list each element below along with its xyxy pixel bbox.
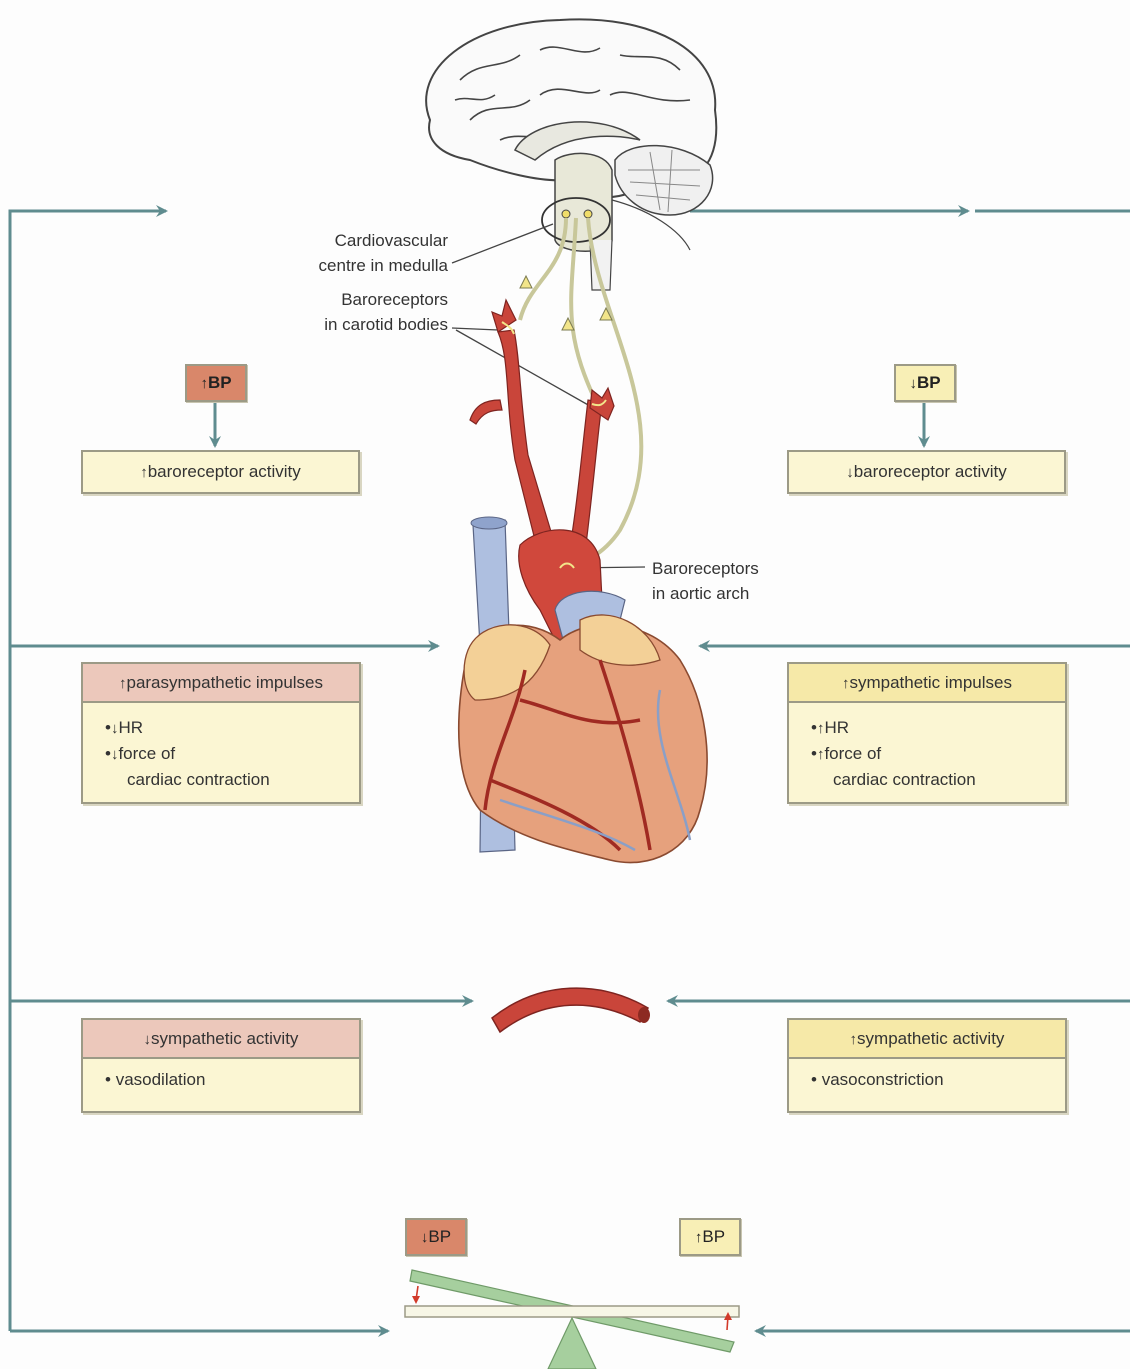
box-body: •↑HR •↑force of cardiac contraction bbox=[789, 703, 1065, 792]
heading-text: sympathetic activity bbox=[857, 1029, 1004, 1048]
down-arrow-icon: ↓ bbox=[144, 1031, 152, 1048]
box-heading: ↑parasympathetic impulses bbox=[83, 664, 359, 703]
label-line: centre in medulla bbox=[296, 253, 448, 278]
label-line: in aortic arch bbox=[652, 581, 802, 606]
down-arrow-icon: ↓ bbox=[909, 375, 917, 392]
box-body: • vasoconstriction bbox=[789, 1059, 1065, 1092]
bp-increased-badge: ↑BP bbox=[185, 364, 247, 402]
heading-text: parasympathetic impulses bbox=[126, 673, 323, 692]
box-heading: ↑sympathetic activity bbox=[789, 1020, 1065, 1059]
leader-lines bbox=[452, 224, 645, 568]
item-continuation: cardiac contraction bbox=[105, 767, 359, 792]
item-text: vasoconstriction bbox=[822, 1070, 944, 1089]
heading-text: sympathetic impulses bbox=[849, 673, 1012, 692]
cerebellum bbox=[615, 146, 713, 215]
box-text: baroreceptor activity bbox=[854, 462, 1007, 481]
carotid-baroreceptors-label: Baroreceptors in carotid bodies bbox=[296, 287, 448, 337]
increased-sympathetic-activity-box: ↑sympathetic activity • vasoconstriction bbox=[787, 1018, 1067, 1113]
box-body: •↓HR •↓force of cardiac contraction bbox=[83, 703, 359, 792]
bp-text: BP bbox=[702, 1227, 725, 1246]
decreased-sympathetic-activity-box: ↓sympathetic activity • vasodilation bbox=[81, 1018, 361, 1113]
up-arrow-icon: ↑ bbox=[140, 464, 148, 481]
label-line: Cardiovascular bbox=[296, 228, 448, 253]
box-heading: ↑sympathetic impulses bbox=[789, 664, 1065, 703]
aortic-baroreceptors-label: Baroreceptors in aortic arch bbox=[652, 556, 802, 606]
bp-decreased-result-badge: ↓BP bbox=[405, 1218, 467, 1256]
list-item: •↑force of bbox=[811, 741, 1065, 767]
item-text: force of bbox=[118, 744, 175, 763]
bp-text: BP bbox=[208, 373, 232, 392]
parasympathetic-impulses-box: ↑parasympathetic impulses •↓HR •↓force o… bbox=[81, 662, 361, 804]
list-item: •↓force of bbox=[105, 741, 359, 767]
bullet: • bbox=[105, 1070, 111, 1089]
brain-illustration bbox=[426, 19, 716, 290]
label-line: Baroreceptors bbox=[296, 287, 448, 312]
increased-baroreceptor-activity-box: ↑baroreceptor activity bbox=[81, 450, 360, 494]
sympathetic-impulses-box: ↑sympathetic impulses •↑HR •↑force of ca… bbox=[787, 662, 1067, 804]
bp-decreased-badge: ↓BP bbox=[894, 364, 956, 402]
box-heading: ↓sympathetic activity bbox=[83, 1020, 359, 1059]
list-item: •↓HR bbox=[105, 715, 359, 741]
item-text: HR bbox=[824, 718, 849, 737]
item-text: force of bbox=[824, 744, 881, 763]
heading-text: sympathetic activity bbox=[151, 1029, 298, 1048]
item-text: vasodilation bbox=[116, 1070, 206, 1089]
list-item: •↑HR bbox=[811, 715, 1065, 741]
fulcrum bbox=[548, 1318, 596, 1369]
up-arrow-icon: ↑ bbox=[200, 375, 208, 392]
balance-scale bbox=[405, 1270, 739, 1369]
item-text: HR bbox=[118, 718, 143, 737]
bp-increased-result-badge: ↑BP bbox=[679, 1218, 741, 1256]
blood-vessel-segment bbox=[492, 988, 648, 1032]
bp-text: BP bbox=[917, 373, 941, 392]
down-arrow-icon: ↓ bbox=[846, 464, 854, 481]
box-text: baroreceptor activity bbox=[148, 462, 301, 481]
bp-text: BP bbox=[428, 1227, 451, 1246]
up-arrow-icon: ↑ bbox=[850, 1031, 858, 1048]
decreased-baroreceptor-activity-box: ↓baroreceptor activity bbox=[787, 450, 1066, 494]
bullet: • bbox=[811, 1070, 817, 1089]
level-beam bbox=[405, 1306, 739, 1317]
box-body: • vasodilation bbox=[83, 1059, 359, 1092]
label-line: Baroreceptors bbox=[652, 556, 802, 581]
cardiovascular-centre-label: Cardiovascular centre in medulla bbox=[296, 228, 448, 278]
label-line: in carotid bodies bbox=[296, 312, 448, 337]
item-continuation: cardiac contraction bbox=[811, 767, 1065, 792]
